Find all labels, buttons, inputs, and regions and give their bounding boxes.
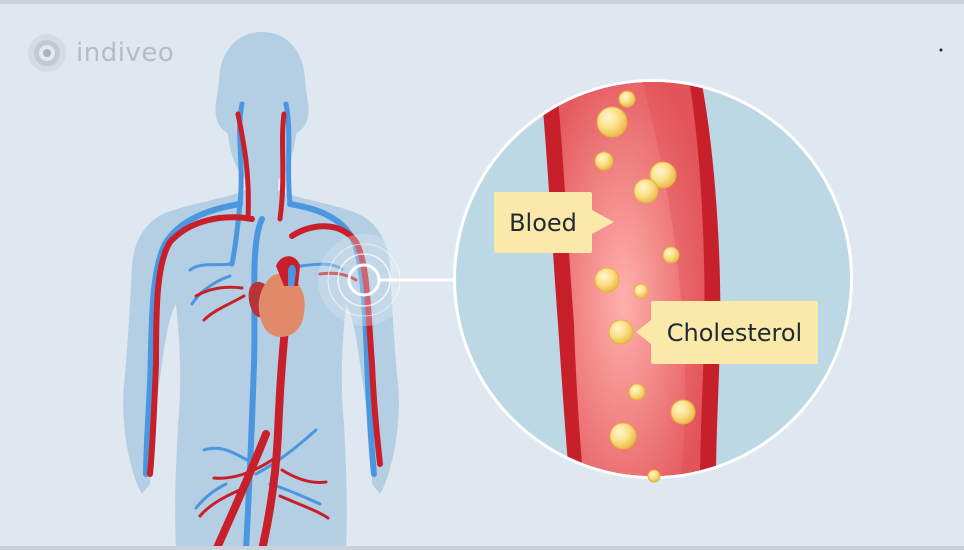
magnified-vessel <box>453 79 853 483</box>
brand-logo: indiveo <box>26 31 174 75</box>
circulatory-illustration <box>123 32 943 546</box>
brand-name: indiveo <box>76 38 175 68</box>
cholesterol-label-pointer <box>636 320 651 344</box>
cholesterol-label: Cholesterol <box>651 301 818 364</box>
cholesterol-particles <box>594 90 696 483</box>
indiveo-logo-icon <box>28 34 66 72</box>
heart <box>248 256 305 337</box>
focus-marker <box>318 234 456 326</box>
blood-label: Bloed <box>494 192 592 253</box>
blood-label-pointer <box>592 210 614 234</box>
